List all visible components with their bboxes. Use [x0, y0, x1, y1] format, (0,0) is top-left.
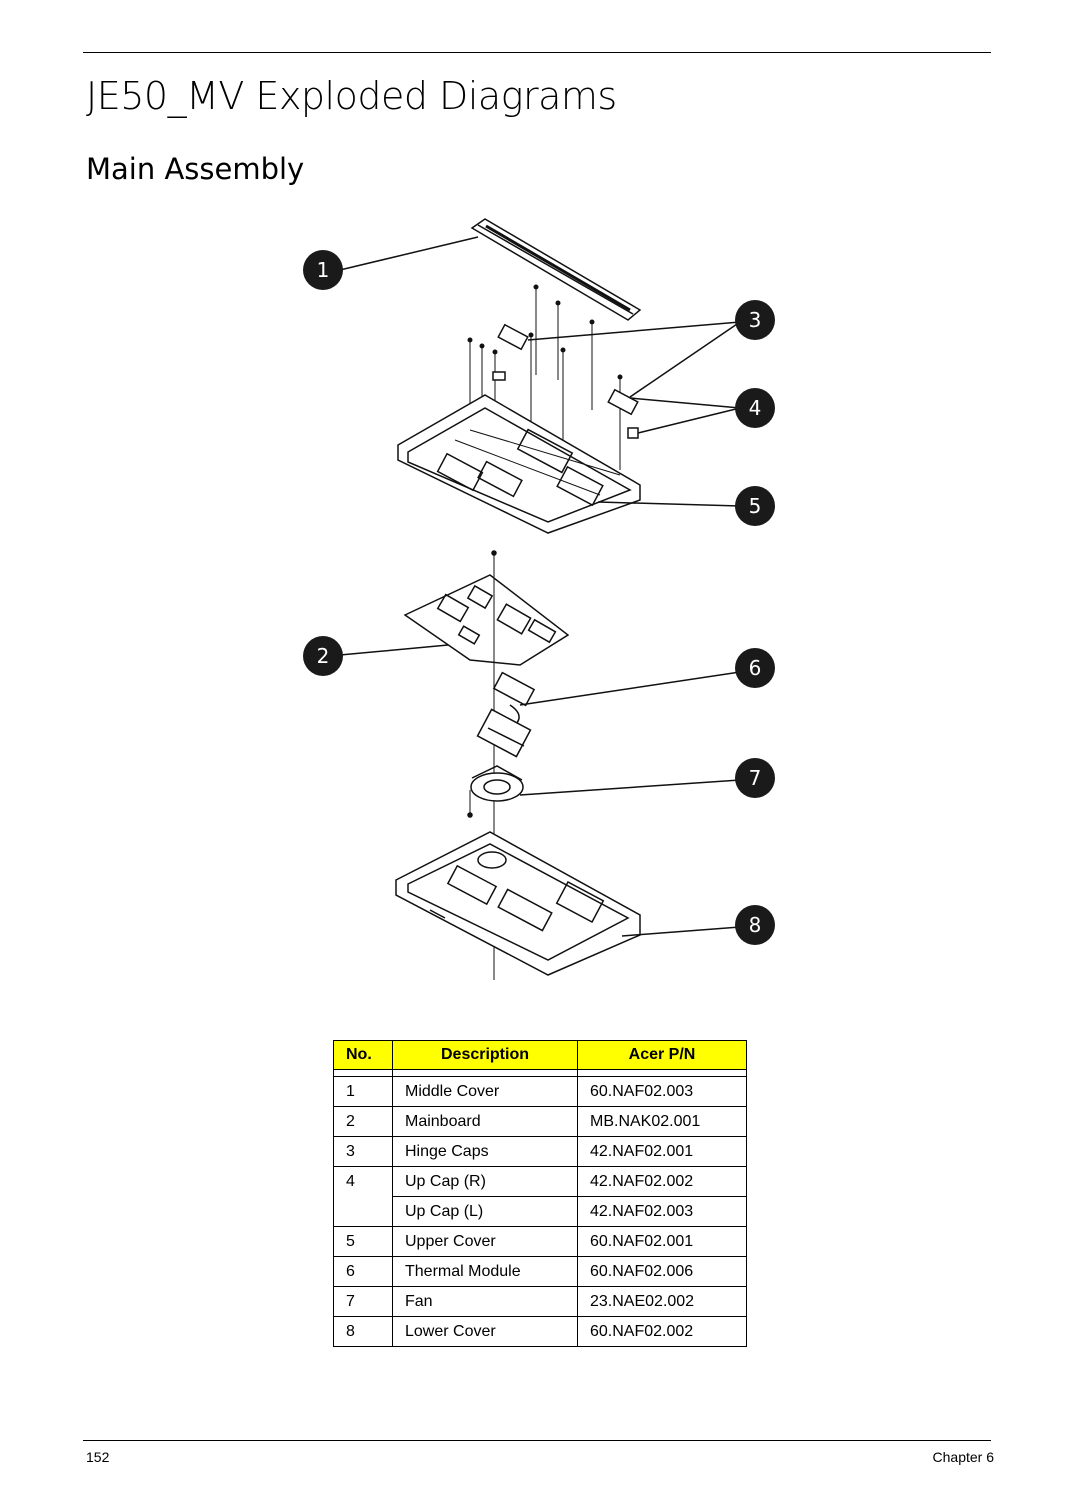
row-no: 1 [333, 1076, 393, 1107]
callout-2: 2 [303, 636, 343, 676]
table-row: 2 Mainboard MB.NAK02.001 [333, 1106, 747, 1137]
row-description: Upper Cover [392, 1226, 578, 1257]
row-description: Up Cap (L) [392, 1196, 578, 1227]
callout-5: 5 [735, 486, 775, 526]
table-row: 6 Thermal Module 60.NAF02.006 [333, 1256, 747, 1287]
table-row: 7 Fan 23.NAE02.002 [333, 1286, 747, 1317]
row-no: 2 [333, 1106, 393, 1137]
table-header-row: No. Description Acer P/N [333, 1040, 747, 1070]
fan-part [467, 765, 524, 818]
svg-text:4: 4 [749, 396, 762, 420]
section-title: Main Assembly [86, 152, 305, 186]
row-description: Thermal Module [392, 1256, 578, 1287]
exploded-diagram: 1 3 4 5 2 6 7 8 [303, 218, 775, 980]
row-no: 7 [333, 1286, 393, 1317]
header-no: No. [333, 1040, 393, 1070]
row-no: 4 [333, 1166, 393, 1197]
svg-text:3: 3 [749, 308, 762, 332]
header-acer-pn: Acer P/N [577, 1040, 747, 1070]
table-row: 8 Lower Cover 60.NAF02.002 [333, 1316, 747, 1347]
page-title: JE50_MV Exploded Diagrams [86, 74, 617, 118]
table-row: 5 Upper Cover 60.NAF02.001 [333, 1226, 747, 1257]
row-no [333, 1196, 393, 1227]
page-number: 152 [86, 1449, 110, 1465]
svg-text:5: 5 [749, 494, 762, 518]
row-description: Lower Cover [392, 1316, 578, 1347]
leader-lines [339, 236, 741, 937]
table-row: 1 Middle Cover 60.NAF02.003 [333, 1076, 747, 1107]
upper-cover-part [397, 394, 641, 534]
middle-cover-part [470, 218, 642, 321]
table-row: 4 Up Cap (R) 42.NAF02.002 [333, 1166, 747, 1197]
row-pn: 60.NAF02.001 [577, 1226, 747, 1257]
bottom-rule [83, 1440, 991, 1441]
callout-1: 1 [303, 250, 343, 290]
svg-text:1: 1 [317, 258, 330, 282]
row-no: 6 [333, 1256, 393, 1287]
callout-8: 8 [735, 905, 775, 945]
row-description: Fan [392, 1286, 578, 1317]
row-pn: 42.NAF02.001 [577, 1136, 747, 1167]
row-pn: 42.NAF02.002 [577, 1166, 747, 1197]
table-row: 3 Hinge Caps 42.NAF02.001 [333, 1136, 747, 1167]
row-pn: MB.NAK02.001 [577, 1106, 747, 1137]
row-pn: 60.NAF02.002 [577, 1316, 747, 1347]
svg-text:8: 8 [749, 913, 762, 937]
callout-6: 6 [735, 648, 775, 688]
parts-table: No. Description Acer P/N 1 Middle Cover … [333, 1040, 747, 1347]
callout-7: 7 [735, 758, 775, 798]
row-description: Middle Cover [392, 1076, 578, 1107]
svg-text:6: 6 [749, 656, 762, 680]
header-description: Description [392, 1040, 578, 1070]
svg-text:7: 7 [749, 766, 762, 790]
table-row: Up Cap (L) 42.NAF02.003 [333, 1196, 747, 1227]
lower-cover-part [395, 831, 641, 976]
callout-4: 4 [735, 388, 775, 428]
row-pn: 23.NAE02.002 [577, 1286, 747, 1317]
thermal-module-part [476, 671, 536, 758]
top-rule [83, 52, 991, 53]
row-no: 3 [333, 1136, 393, 1167]
row-description: Mainboard [392, 1106, 578, 1137]
chapter-label: Chapter 6 [932, 1449, 994, 1465]
svg-text:2: 2 [317, 644, 330, 668]
row-no: 5 [333, 1226, 393, 1257]
row-description: Up Cap (R) [392, 1166, 578, 1197]
hinge-cap-part [492, 323, 639, 439]
row-pn: 42.NAF02.003 [577, 1196, 747, 1227]
callout-3: 3 [735, 300, 775, 340]
row-pn: 60.NAF02.003 [577, 1076, 747, 1107]
row-pn: 60.NAF02.006 [577, 1256, 747, 1287]
row-no: 8 [333, 1316, 393, 1347]
row-description: Hinge Caps [392, 1136, 578, 1167]
